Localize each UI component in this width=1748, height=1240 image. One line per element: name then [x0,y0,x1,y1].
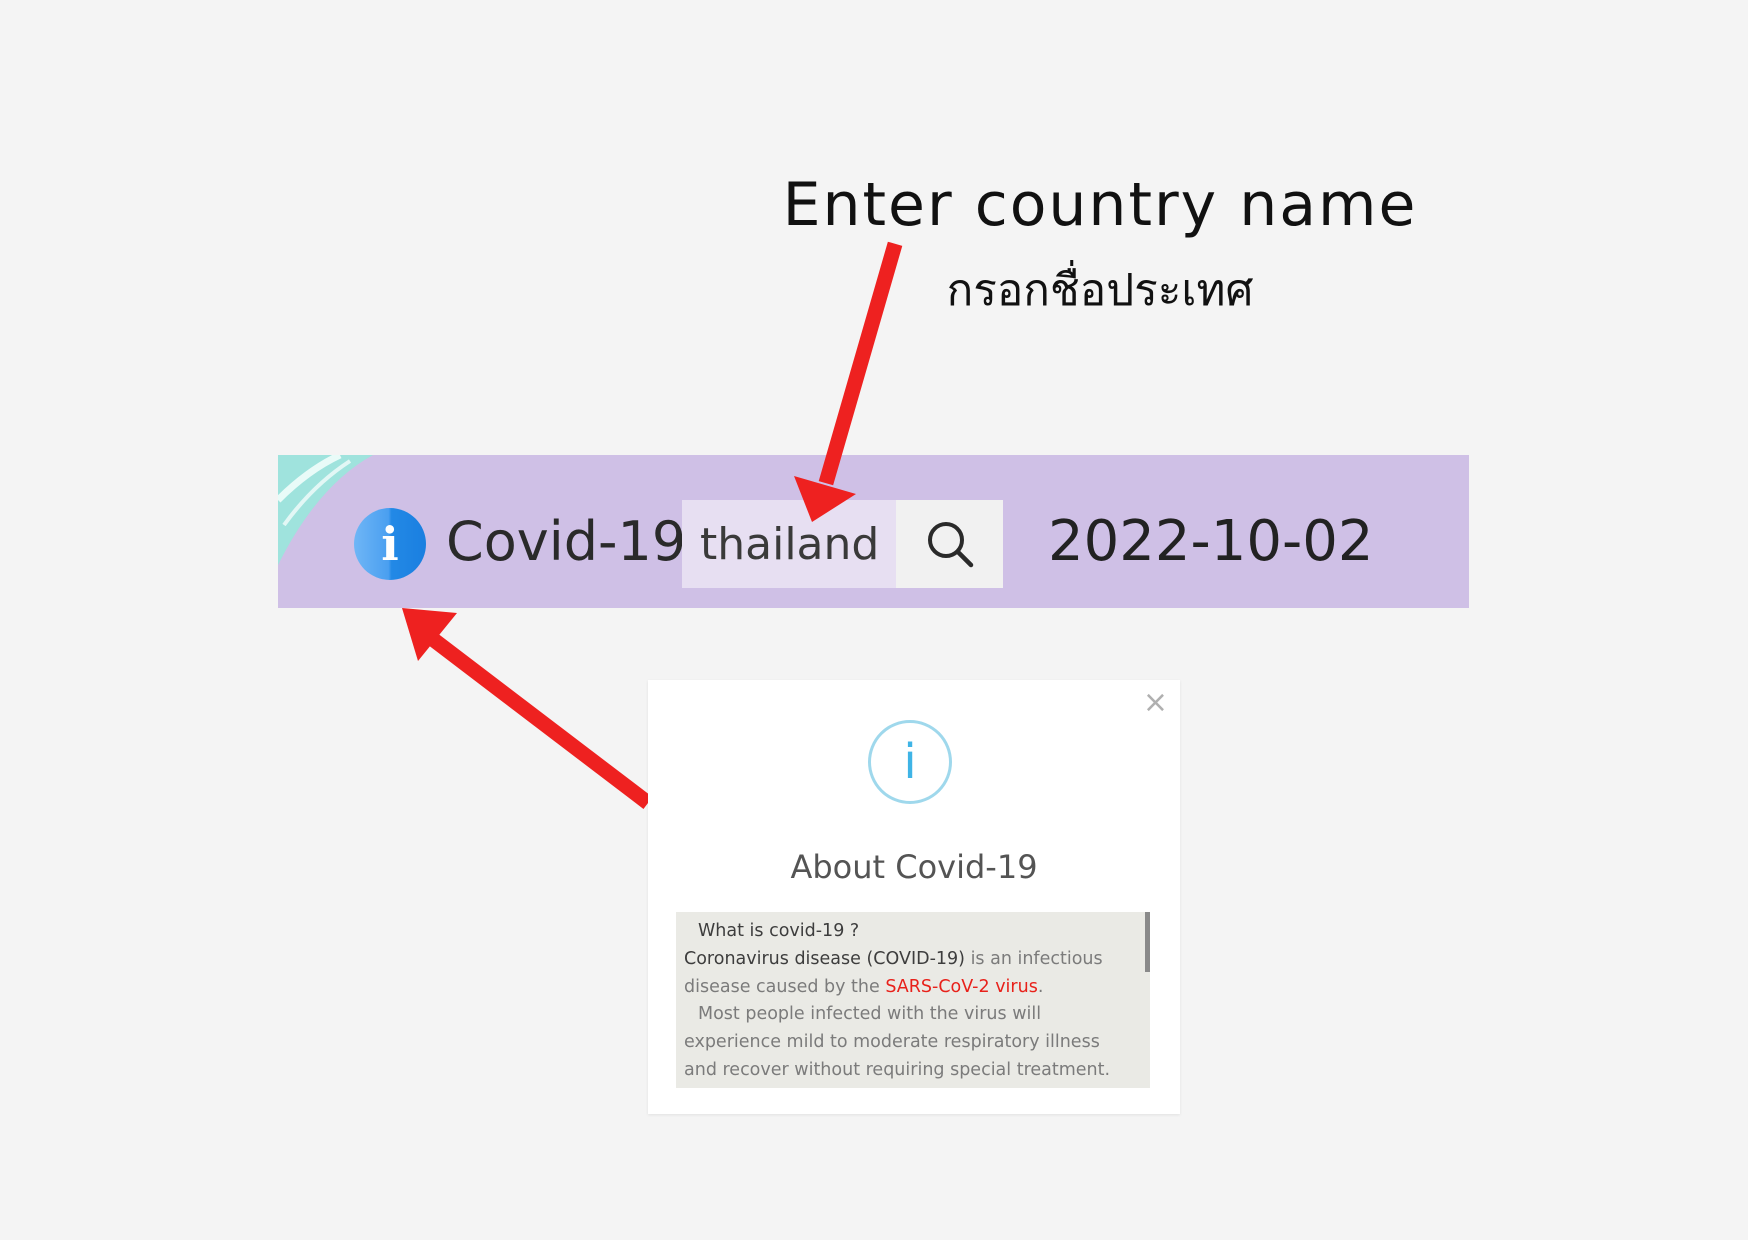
arrow-to-info [402,608,653,809]
country-search-input[interactable] [682,500,896,588]
faq-question: What is covid-19 ? [698,921,860,941]
modal-body-text: What is covid-19 ? Coronavirus disease (… [684,918,1124,1085]
body-text-2: . [1037,976,1044,997]
scrollbar-thumb[interactable] [1145,912,1150,972]
body-text-1: is an infectious disease caused by the [684,948,1103,997]
covid-term: Coronavirus disease (COVID-19) [684,948,965,969]
sars-cov-2-link[interactable]: SARS-CoV-2 virus [885,976,1038,997]
info-button[interactable]: i [354,508,426,580]
modal-body[interactable]: What is covid-19 ? Coronavirus disease (… [676,912,1150,1088]
body-text-3: Most people infected with the virus will… [684,1004,1111,1080]
decorative-swoosh [278,455,373,565]
scrollbar[interactable] [1145,912,1150,1088]
annotation-thai: กรอกชื่อประเทศ [946,265,1254,316]
search-button[interactable] [896,500,1003,588]
app-title: Covid-19 [446,510,687,573]
info-icon: i [868,720,952,804]
toolbar: i Covid-19 2022-10-02 [278,455,1469,608]
about-modal: × i About Covid-19 What is covid-19 ? Co… [648,680,1180,1114]
date-display: 2022-10-02 [1048,509,1374,574]
modal-title: About Covid-19 [790,848,1038,886]
annotation-english: Enter country name [782,170,1418,240]
close-icon[interactable]: × [1142,685,1168,720]
search-icon [927,522,973,568]
